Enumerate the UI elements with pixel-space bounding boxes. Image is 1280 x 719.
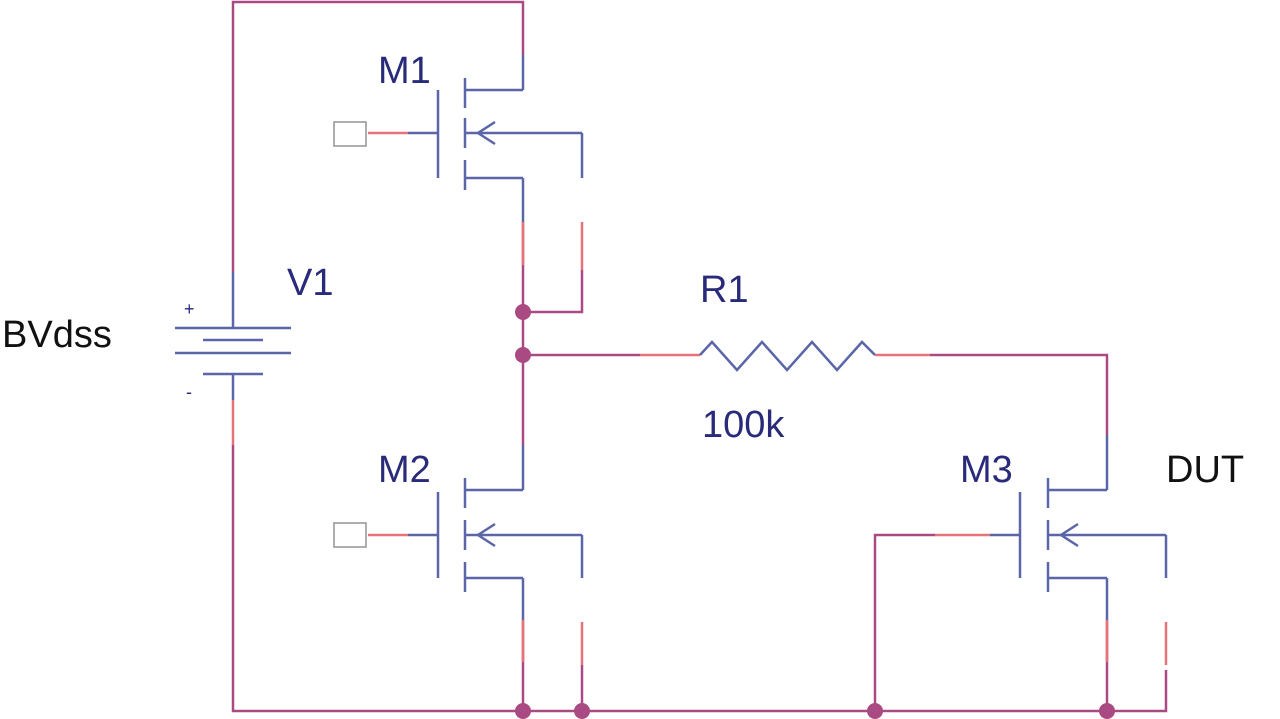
junction-dot — [1099, 703, 1115, 719]
wire-top-rail — [231, 0, 525, 272]
pin-stubs — [231, 131, 1168, 665]
junction-dots — [515, 304, 1115, 719]
battery-minus-sign: - — [186, 382, 192, 402]
junction-dot — [515, 304, 531, 320]
mosfet-symbol-m3 — [990, 435, 1168, 620]
junction-dot — [515, 703, 531, 719]
junction-dot — [574, 703, 590, 719]
label-m2: M2 — [378, 449, 431, 491]
label-r1-value: 100k — [702, 404, 785, 446]
wire-m1-body — [523, 270, 584, 314]
junction-dot — [515, 347, 531, 363]
wires — [231, 0, 1168, 713]
label-m1: M1 — [378, 50, 431, 92]
battery-symbol-v1: + - — [175, 272, 291, 402]
wire-m3-gate — [873, 533, 935, 711]
wire-left-rail — [231, 445, 1168, 713]
label-dut: DUT — [1166, 449, 1244, 491]
label-m3: M3 — [960, 449, 1013, 491]
gate-port-m1[interactable] — [333, 121, 367, 147]
mosfet-symbol-m1 — [333, 55, 584, 222]
battery-plus-sign: + — [184, 299, 195, 319]
gate-port-m2[interactable] — [333, 522, 367, 548]
wire-r1-to-m3 — [930, 353, 1109, 435]
labels: M1 M2 M3 DUT V1 BVdss R1 100k — [2, 50, 1244, 491]
label-v1: V1 — [287, 262, 333, 304]
label-r1: R1 — [700, 269, 749, 311]
label-bvdss: BVdss — [2, 314, 112, 356]
junction-dot — [867, 703, 883, 719]
resistor-symbol-r1 — [699, 340, 876, 372]
mosfet-symbol-m2 — [333, 445, 584, 620]
